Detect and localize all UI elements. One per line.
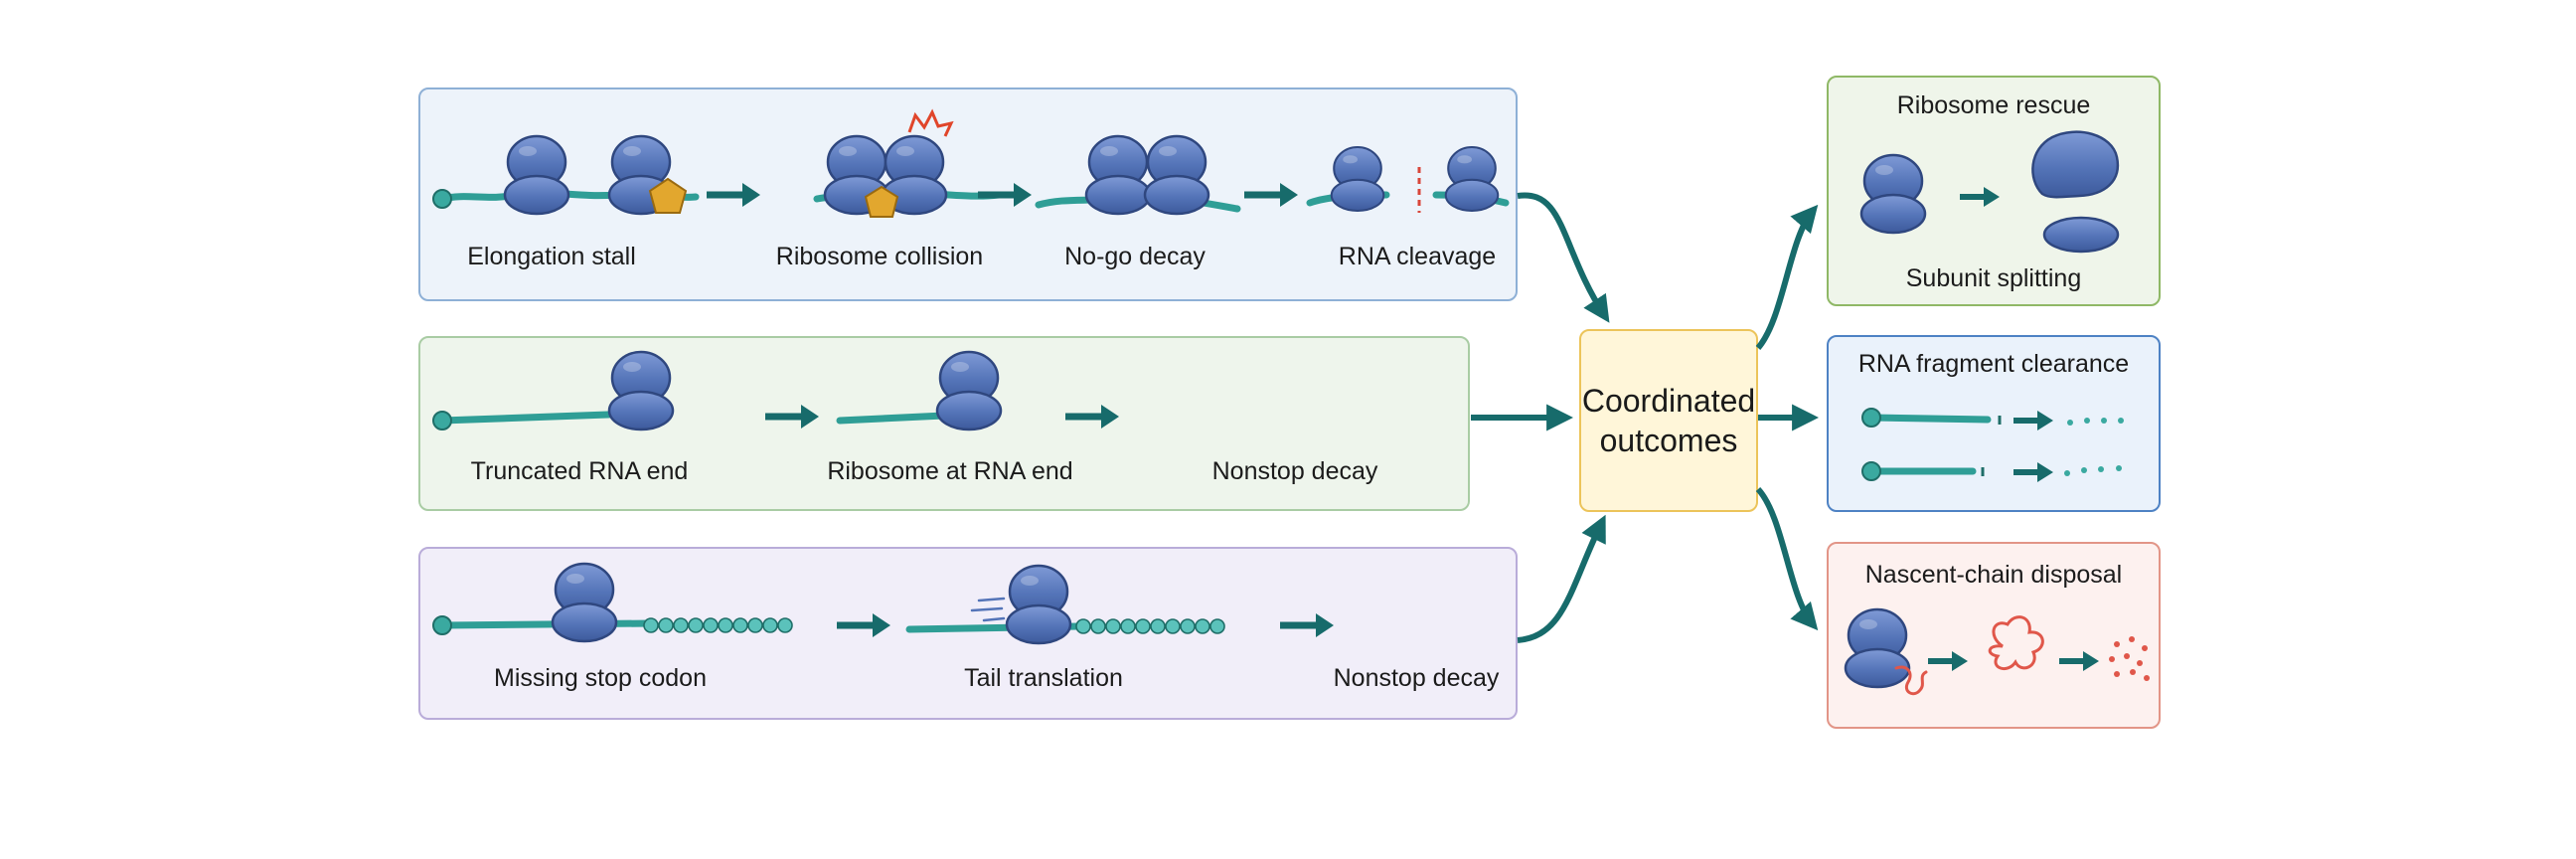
- arrow-icon: [1065, 405, 1119, 429]
- poly-a-tail: [643, 617, 793, 633]
- rna-strand: [836, 412, 948, 425]
- ribosome-icon: [1005, 564, 1072, 645]
- ribosome-icon: [607, 350, 675, 431]
- ribosome-icon: [1330, 145, 1385, 213]
- step-label: No-go decay: [1064, 243, 1206, 270]
- hub-title-line2: outcomes: [1599, 423, 1738, 458]
- connector-hub-to-rescue: [1755, 204, 1819, 350]
- arrow-icon: [1280, 613, 1334, 637]
- rna-strand: [432, 615, 655, 635]
- connector-row1-to-hub: [1517, 192, 1610, 323]
- peptide-icon: [1894, 665, 1928, 696]
- outcome-title: Ribosome rescue: [1896, 91, 2091, 119]
- arrow-icon: [1960, 187, 2000, 207]
- arrow-icon: [837, 613, 890, 637]
- outcome-title: RNA fragment clearance: [1857, 350, 2130, 378]
- small-subunit-icon: [2042, 216, 2120, 254]
- ribosome-icon: [1444, 145, 1500, 213]
- ribosome-icon: [1859, 153, 1927, 235]
- poly-a-tail: [1075, 618, 1225, 634]
- step-label: Tail translation: [964, 664, 1123, 692]
- ribosome-icon: [1844, 607, 1911, 689]
- degraded-nucleotides-icon: [2064, 465, 2122, 476]
- arrow-icon: [978, 183, 1032, 207]
- hub-title-line1: Coordinated: [1581, 383, 1756, 419]
- rna-fragment-icon: [1861, 461, 1985, 481]
- hub-title: Coordinated outcomes: [1579, 381, 1758, 460]
- step-label: Nonstop decay: [1333, 664, 1500, 692]
- ribosome-icon: [1084, 134, 1152, 216]
- step-label: Missing stop codon: [493, 664, 708, 692]
- hub-box: [1579, 329, 1758, 512]
- step-label: Elongation stall: [467, 243, 636, 270]
- rna-fragment-icon: [1861, 408, 2002, 428]
- connector-row3-to-hub: [1517, 514, 1606, 643]
- arrow-icon: [2013, 411, 2053, 430]
- outcome-title: Nascent-chain disposal: [1864, 561, 2123, 589]
- peptide-fragments-icon: [2109, 636, 2150, 681]
- stall-marker-icon: [648, 177, 688, 214]
- ribosome-icon: [551, 562, 618, 643]
- connector-hub-to-disposal: [1755, 486, 1819, 631]
- outcome-caption: Subunit splitting: [1905, 264, 2082, 292]
- arrow-icon: [2059, 651, 2099, 671]
- ribosome-icon: [1143, 134, 1210, 216]
- degraded-nucleotides-icon: [2067, 418, 2124, 426]
- step-label: Nonstop decay: [1211, 457, 1378, 485]
- peptide-icon: [1988, 615, 2044, 671]
- stall-marker-icon: [864, 185, 899, 218]
- step-label: Ribosome at RNA end: [827, 457, 1073, 485]
- ribosome-icon: [935, 350, 1003, 431]
- arrow-icon: [707, 183, 760, 207]
- step-label: Truncated RNA end: [470, 457, 689, 485]
- arrow-icon: [1928, 651, 1968, 671]
- arrow-icon: [2013, 462, 2053, 482]
- outcome-rna-clearance-panel: [1827, 335, 2161, 512]
- step-label: Ribosome collision: [775, 243, 984, 270]
- arrow-icon: [765, 405, 819, 429]
- arrow-icon: [1244, 183, 1298, 207]
- step-label: RNA cleavage: [1338, 243, 1497, 270]
- collision-burst-icon: [907, 108, 954, 137]
- large-subunit-icon: [2031, 130, 2120, 199]
- ribosome-icon: [503, 134, 570, 216]
- motion-lines: [970, 597, 1006, 622]
